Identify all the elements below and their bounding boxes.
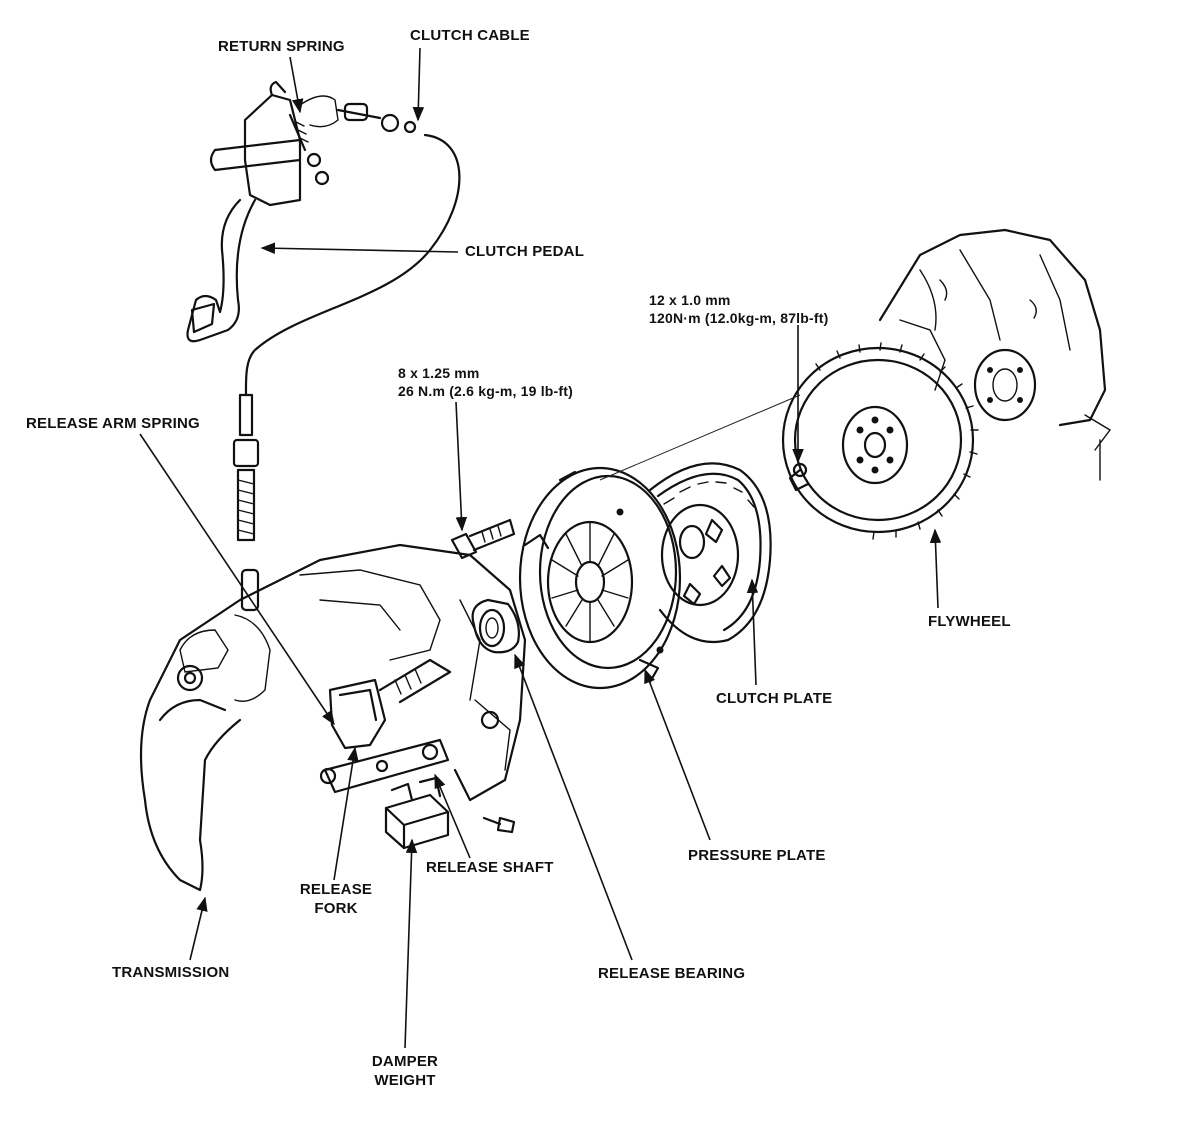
clutch-pedal-drawing	[186, 80, 417, 343]
leader-flywheel	[929, 528, 942, 609]
label-clutch-plate: CLUTCH PLATE	[716, 690, 833, 707]
alignment-line	[599, 394, 801, 481]
leader-release-fork	[333, 746, 359, 881]
damper-weight-drawing	[384, 776, 450, 850]
label-damper-weight-line2: WEIGHT	[374, 1072, 436, 1089]
label-flywheel-bolt-torque: 120N·m (12.0kg-m, 87lb-ft)	[649, 310, 829, 326]
transmission-drawing	[139, 543, 527, 892]
leader-release-bearing	[514, 653, 633, 961]
label-release-arm-spring: RELEASE ARM SPRING	[26, 415, 200, 432]
label-damper-weight-line1: DAMPER	[371, 1053, 439, 1070]
leader-return-spring	[289, 56, 304, 114]
leader-clutch-plate	[746, 578, 759, 686]
engine-block-drawing	[878, 228, 1112, 481]
label-release-fork: RELEASE FORK	[294, 880, 378, 918]
label-damper-weight: DAMPER WEIGHT	[360, 1052, 450, 1090]
leader-lines	[139, 47, 942, 1049]
leader-clutch-pedal	[260, 242, 459, 255]
clutch-cable-drawing	[232, 133, 461, 612]
flywheel-drawing	[781, 342, 979, 540]
leader-release-arm-spring	[139, 433, 335, 726]
leader-transmission	[189, 896, 208, 961]
leader-damper-weight	[404, 838, 418, 1049]
leader-pressure-bolt	[455, 401, 468, 532]
label-return-spring: RETURN SPRING	[218, 38, 345, 55]
label-release-fork-line1: RELEASE	[299, 881, 373, 898]
damper-bolt-drawing	[482, 816, 516, 834]
label-clutch-cable: CLUTCH CABLE	[410, 27, 530, 44]
leader-pressure-plate	[644, 668, 711, 841]
label-pressure-bolt-torque: 26 N.m (2.6 kg-m, 19 lb-ft)	[398, 383, 573, 399]
label-release-fork-line2: FORK	[314, 900, 358, 917]
label-flywheel: FLYWHEEL	[928, 613, 1011, 630]
label-clutch-pedal: CLUTCH PEDAL	[465, 243, 585, 260]
pressure-plate-drawing	[518, 466, 682, 690]
label-release-bearing: RELEASE BEARING	[598, 965, 746, 982]
leader-release-shaft	[434, 773, 471, 859]
leader-clutch-cable	[412, 47, 425, 122]
label-pressure-plate: PRESSURE PLATE	[688, 847, 826, 864]
label-pressure-bolt-size: 8 x 1.25 mm	[398, 365, 480, 381]
label-transmission: TRANSMISSION	[112, 964, 230, 981]
clutch-plate-drawing	[648, 462, 772, 644]
label-release-shaft: RELEASE SHAFT	[426, 859, 554, 876]
label-flywheel-bolt-size: 12 x 1.0 mm	[649, 292, 731, 308]
release-fork-drawing	[319, 678, 450, 794]
pressure-plate-bolt-drawing	[450, 518, 516, 560]
release-bearing-drawing	[471, 598, 520, 654]
